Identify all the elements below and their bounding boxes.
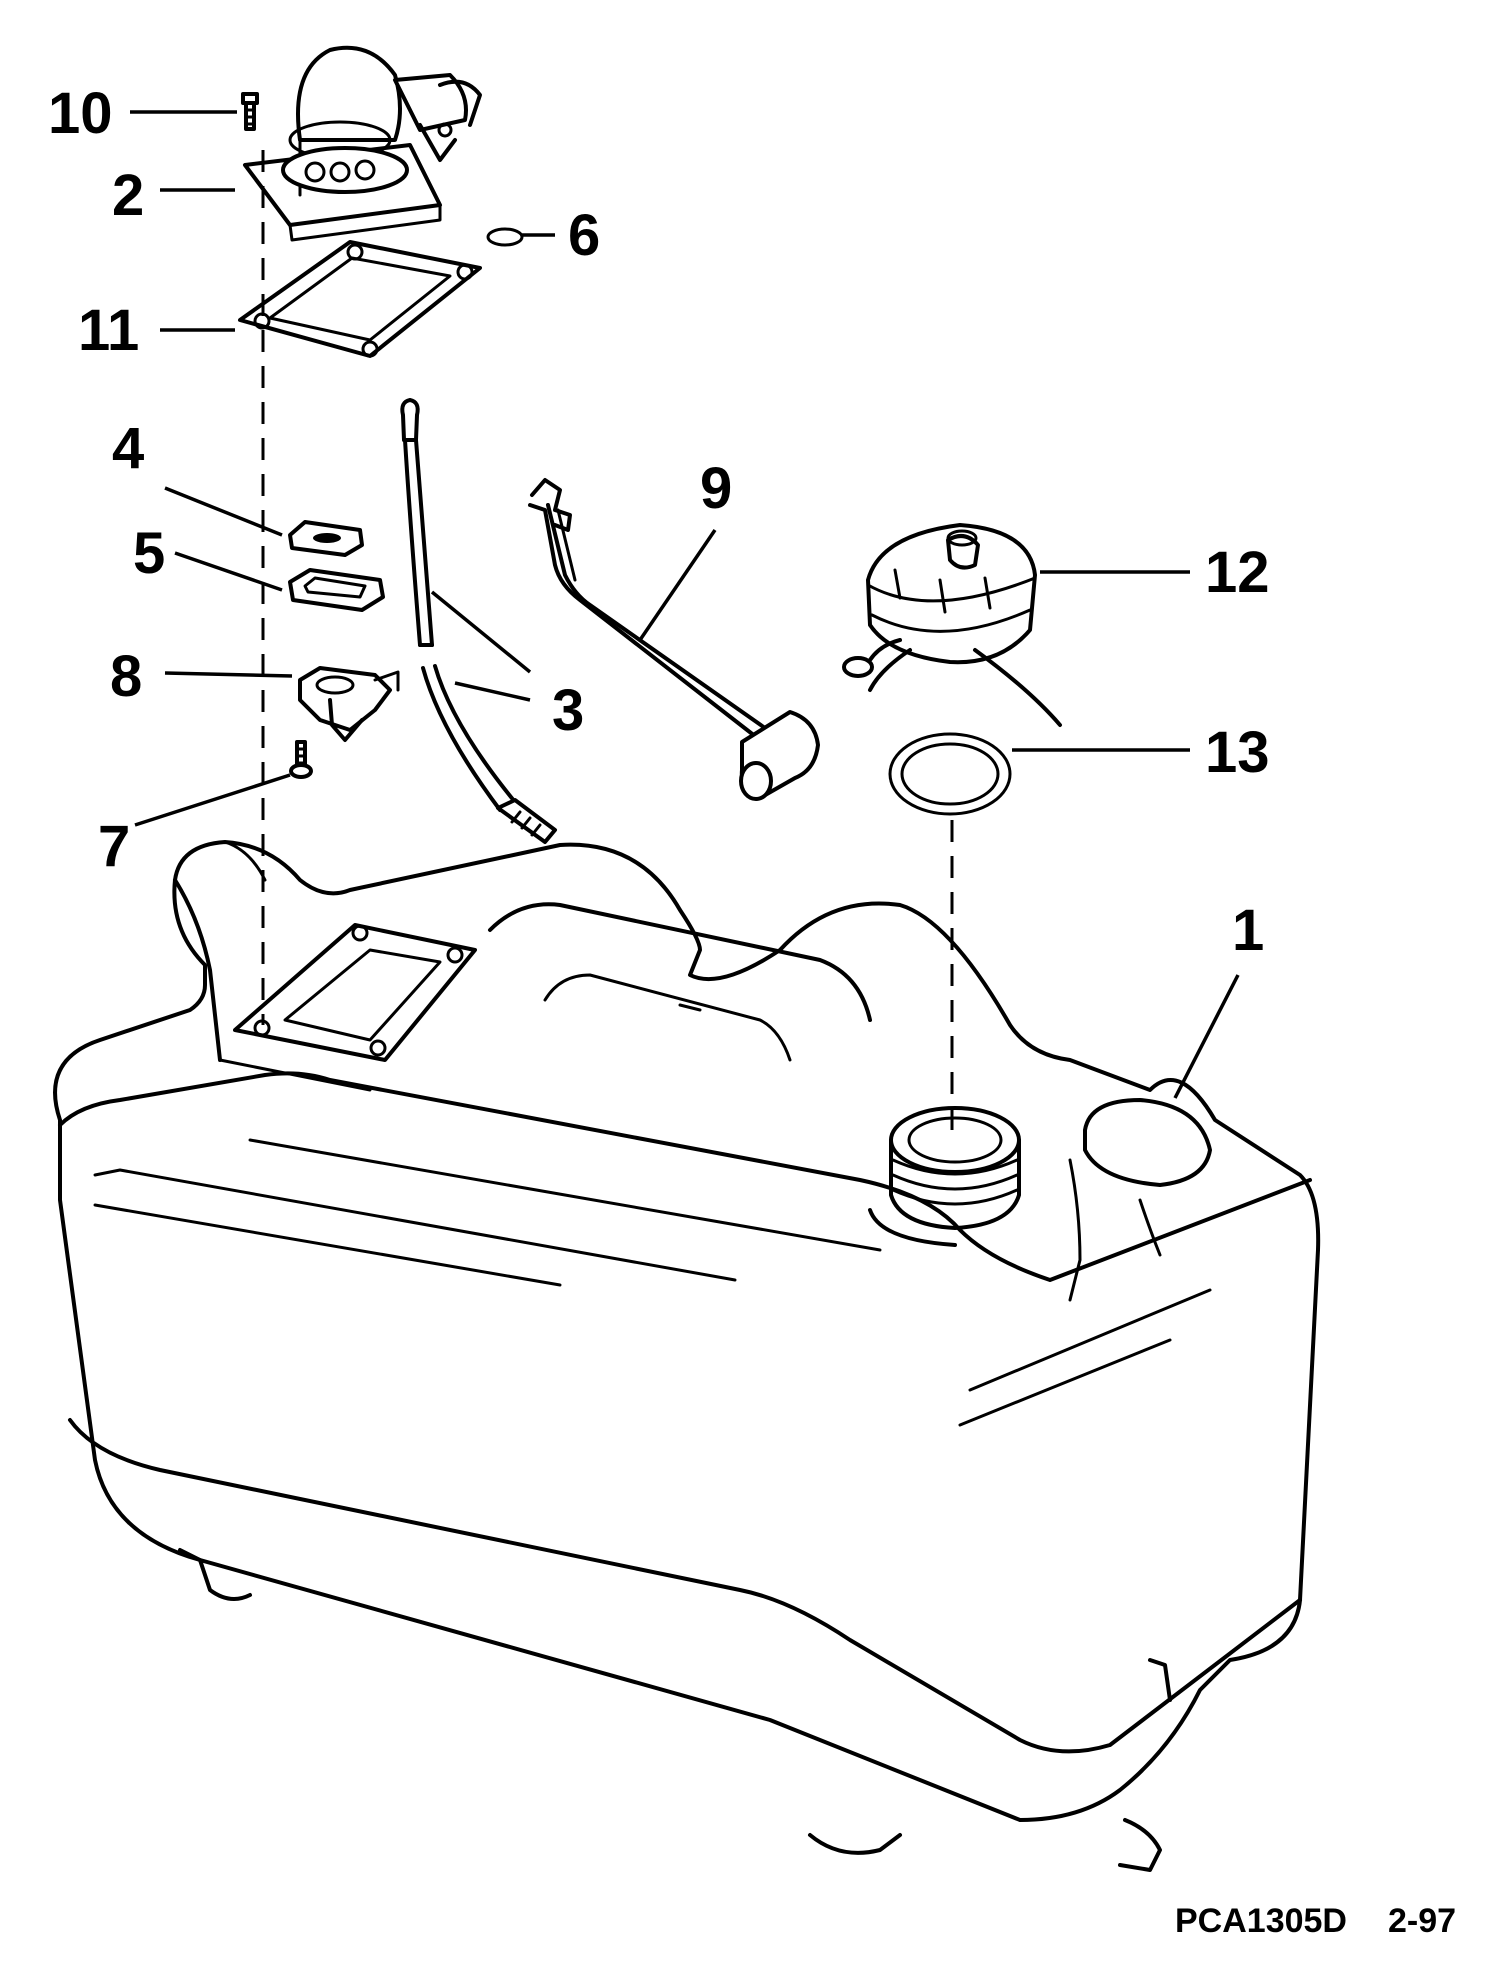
screw-7: [289, 740, 313, 779]
date-code: 2-97: [1388, 1902, 1456, 1940]
filler-cap-12: [842, 523, 1062, 727]
assembly-center-lines: [261, 150, 954, 1140]
fuel-gauge-float-9: [528, 478, 820, 801]
callout-10: 10: [48, 81, 113, 146]
callout-11: 11: [78, 298, 139, 363]
gasket-11: [238, 240, 482, 358]
part-5-gasket: [288, 568, 385, 612]
pickup-tube-3: [400, 398, 557, 844]
callout-13: 13: [1205, 720, 1270, 785]
callout-9: 9: [700, 456, 732, 521]
callout-7: 7: [98, 814, 130, 879]
callout-1: 1: [1232, 898, 1264, 963]
leader-lines: [130, 110, 1240, 1099]
cap-gasket-13: [888, 732, 1012, 816]
callout-8: 8: [110, 644, 142, 709]
o-ring-6: [486, 227, 524, 247]
tank-pump-mounting-face: [218, 923, 477, 1092]
callout-labels: 10 2 6 11 4 5 8 3 7 9 12 13 1: [48, 81, 1270, 963]
part-4-plate: [288, 520, 364, 557]
drawing-reference: PCA1305D 2-97: [1175, 1902, 1456, 1940]
screw-10: [241, 92, 259, 131]
fuel-tank: [53, 840, 1321, 1872]
tank-filler-neck: [868, 1106, 1021, 1247]
callout-6: 6: [568, 203, 600, 268]
fuel-connector-housing: [243, 45, 482, 242]
drawing-code: PCA1305D: [1175, 1902, 1347, 1940]
callout-3: 3: [552, 678, 584, 743]
part-8-valve: [298, 666, 400, 742]
callout-5: 5: [133, 521, 165, 586]
callout-4: 4: [112, 416, 144, 481]
callout-2: 2: [112, 163, 144, 228]
callout-12: 12: [1205, 540, 1270, 605]
